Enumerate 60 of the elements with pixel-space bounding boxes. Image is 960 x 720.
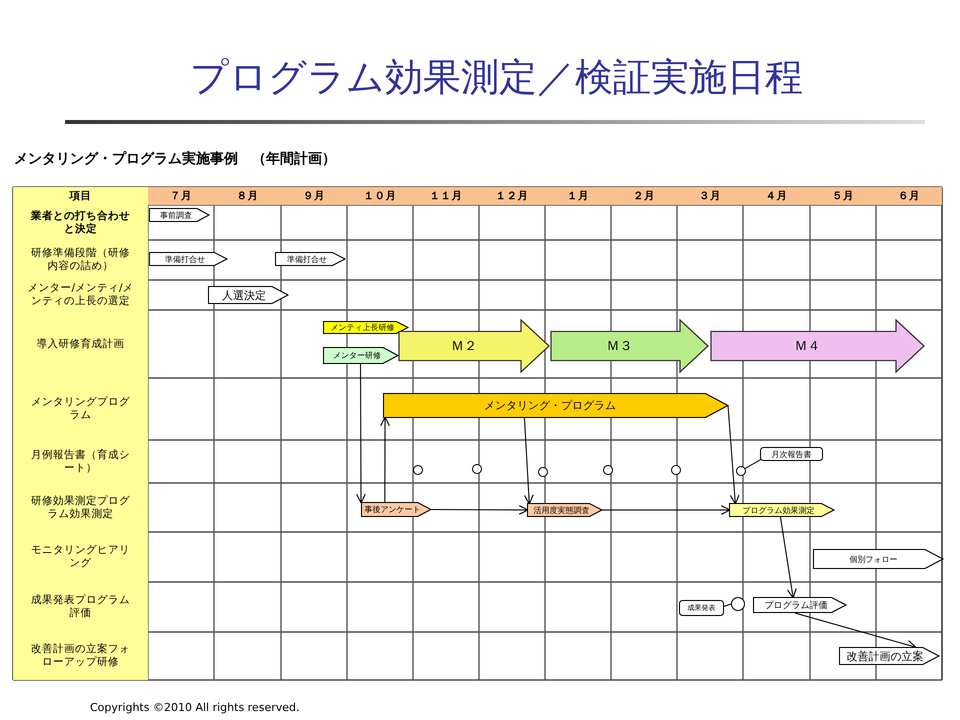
task-bar: 人選決定 — [208, 286, 288, 304]
row-header: メンター/メンティ/メンティの上長の選定 — [13, 280, 148, 310]
month-header: １１月 — [413, 187, 479, 205]
milestone-circle — [671, 465, 681, 475]
phase-bar: Ｍ２ — [399, 320, 549, 372]
arrow — [524, 418, 534, 504]
column-header: 項目 — [13, 187, 148, 205]
row-header: 月例報告書（育成シート） — [13, 440, 148, 483]
month-header: １２月 — [479, 187, 545, 205]
milestone-circle — [731, 597, 745, 611]
milestone-circle — [413, 465, 423, 475]
row-header: 業者との打ち合わせと決定 — [13, 205, 148, 240]
month-header: １月 — [545, 187, 611, 205]
row-header: 改善計画の立案フォローアップ研修 — [13, 632, 148, 680]
arrow — [380, 416, 390, 502]
phase-bar: Ｍ４ — [711, 320, 924, 372]
task-bar: プログラム評価 — [753, 597, 846, 613]
row-header: モニタリングヒアリング — [13, 532, 148, 582]
task-bar: 準備打合せ — [149, 252, 227, 266]
month-header: ２月 — [611, 187, 677, 205]
month-header: ５月 — [810, 187, 876, 205]
row-header: 導入研修育成計画 — [13, 310, 148, 378]
row-header: メンタリングプログラム — [13, 378, 148, 440]
subtitle: メンタリング・プログラム実施事例 （年間計画） — [14, 150, 336, 168]
task-bar: 活用度実態調査 — [527, 503, 602, 517]
task-bar: 事後アンケート — [361, 502, 431, 517]
milestone-circle — [736, 466, 746, 476]
task-bar: 改善計画の立案 — [839, 647, 939, 665]
arrow — [780, 516, 797, 598]
milestone-circle — [603, 465, 613, 475]
month-header: ４月 — [743, 187, 810, 205]
month-header: １０月 — [347, 187, 413, 205]
leader-line — [724, 604, 732, 607]
arrow — [794, 612, 916, 650]
task-bar: メンティ上長研修 — [323, 321, 408, 334]
milestone-circle — [538, 467, 548, 477]
month-header: ６月 — [876, 187, 942, 205]
month-header: ９月 — [281, 187, 347, 205]
leader-line — [744, 458, 762, 469]
callout-box: 月次報告書 — [760, 447, 823, 461]
arrow — [430, 504, 528, 515]
row-header: 研修準備段階（研修内容の詰め） — [13, 240, 148, 280]
copyright-notice: Copyrights ©2010 All rights reserved. — [90, 701, 300, 714]
task-bar: プログラム効果測定 — [729, 503, 834, 517]
arrow — [602, 504, 730, 516]
task-bar: メンター研修 — [323, 347, 398, 364]
milestone-circle — [472, 464, 482, 474]
row-header: 成果発表プログラム評価 — [13, 582, 148, 632]
task-bar: 個別フォロー — [813, 549, 943, 569]
program-bar: メンタリング・プログラム — [383, 393, 728, 418]
month-header: ３月 — [677, 187, 743, 205]
arrow — [728, 405, 740, 504]
arrow — [356, 364, 366, 504]
phase-bar: Ｍ３ — [551, 320, 708, 372]
task-bar: 準備打合せ — [275, 252, 345, 266]
row-header: 研修効果測定プログラム効果測定 — [13, 483, 148, 532]
month-header: ７月 — [148, 187, 214, 205]
title: プログラム効果測定／検証実施日程 — [190, 54, 803, 101]
task-bar: 事前調査 — [149, 208, 209, 222]
month-header: ８月 — [214, 187, 281, 205]
